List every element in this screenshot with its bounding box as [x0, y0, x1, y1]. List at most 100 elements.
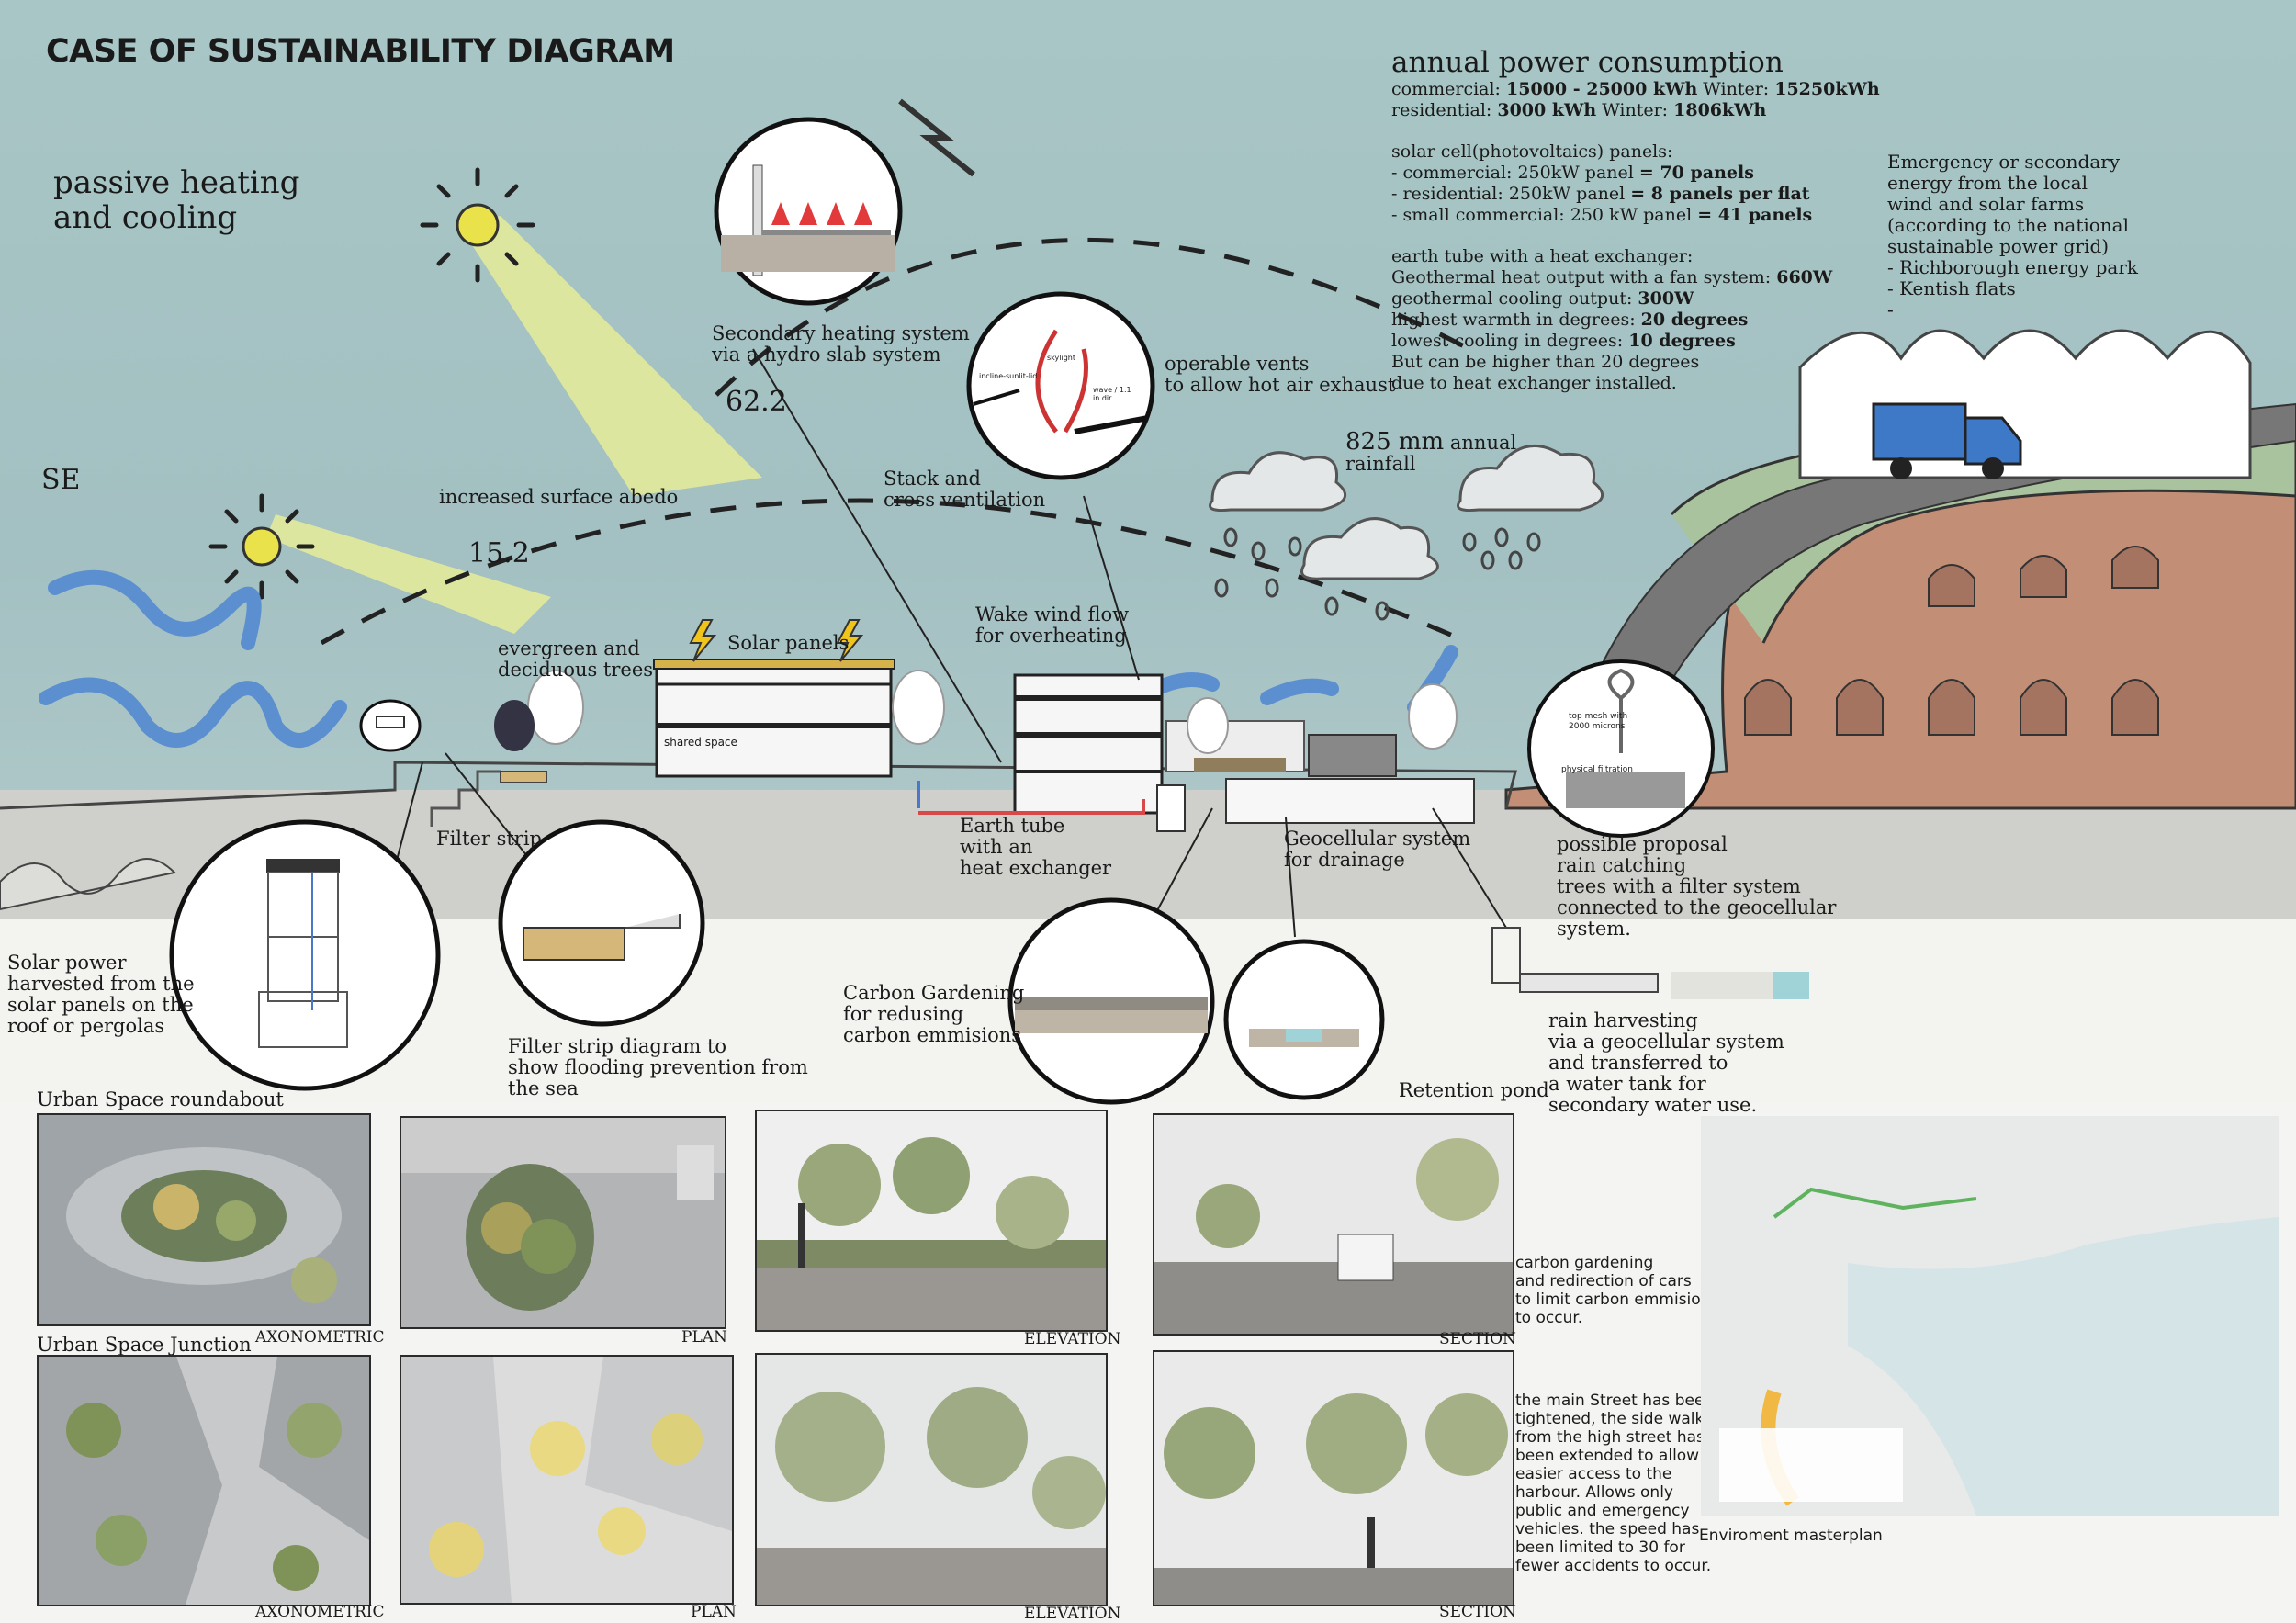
- shoreline: [0, 858, 177, 911]
- roundabout-section-panel: [1153, 1113, 1514, 1336]
- rain-harvest-section: [1491, 927, 1809, 999]
- junction-elevation-panel: [755, 1353, 1108, 1606]
- rainfall-text: annual rainfall: [1345, 432, 1517, 475]
- filter-strip-label: Filter strip: [436, 828, 542, 850]
- roundabout-axonometric-caption: AXONOMETRIC: [255, 1328, 385, 1347]
- power-line: - residential: 250kW panel = 8 panels pe…: [1391, 184, 1906, 205]
- rain-clouds: [1209, 444, 1604, 580]
- high-sun-icon: [420, 167, 535, 283]
- power-line-segment: Geothermal heat output with a fan system…: [1391, 267, 1777, 287]
- low-sun-beam: [266, 514, 551, 634]
- masterplan-caption: Enviroment masterplan: [1699, 1527, 1883, 1545]
- power-line-segment: 15000 - 25000 kWh: [1506, 79, 1698, 99]
- earth-tube-stats: earth tube with a heat exchanger:Geother…: [1391, 246, 1906, 394]
- power-line: commercial: 15000 - 25000 kWh Winter: 15…: [1391, 79, 1906, 100]
- stack-ventilation-label: Stack and cross ventilation: [884, 468, 1046, 511]
- solar-power-label: Solar power harvested from the solar pan…: [7, 952, 195, 1037]
- lightning-bolt-icons: [689, 619, 864, 662]
- power-line-segment: Winter:: [1697, 79, 1775, 99]
- power-line-segment: - commercial: 250kW panel: [1391, 163, 1639, 183]
- junction-elevation-caption: ELEVATION: [1024, 1605, 1121, 1623]
- shared-space-label: shared space: [664, 736, 737, 749]
- junction-title: Urban Space Junction: [37, 1334, 252, 1356]
- power-line: Geothermal heat output with a fan system…: [1391, 267, 1906, 288]
- steps: [430, 770, 501, 827]
- earth-tube-label: Earth tube with an heat exchanger: [960, 815, 1112, 879]
- filter-tree-detail-circle: [1527, 659, 1715, 838]
- power-line-segment: highest warmth in degrees:: [1391, 310, 1641, 330]
- power-line-segment: due to heat exchanger installed.: [1391, 373, 1677, 393]
- filter-strip-small-circle: [359, 699, 422, 752]
- planter-strip: [500, 771, 547, 783]
- power-line-segment: earth tube with a heat exchanger:: [1391, 246, 1694, 266]
- power-line-segment: Winter:: [1596, 100, 1674, 120]
- roundabout-axonometric-panel: [37, 1113, 371, 1326]
- power-line-segment: - small commercial: 250 kW panel: [1391, 205, 1698, 225]
- junction-section-panel: [1153, 1350, 1514, 1606]
- evergreen-tree: [494, 700, 535, 751]
- roundabout-elevation-panel: [755, 1110, 1108, 1332]
- power-line-segment: commercial:: [1391, 79, 1507, 99]
- power-line: due to heat exchanger installed.: [1391, 373, 1906, 394]
- ground-line: [0, 761, 1517, 810]
- wave-label: wave / 1.1 in dir: [1093, 386, 1131, 402]
- power-line-segment: solar cell(photovoltaics) panels:: [1391, 141, 1673, 162]
- junction-plan-caption: PLAN: [691, 1603, 737, 1621]
- power-line-segment: - residential: 250kW panel: [1391, 184, 1631, 204]
- earth-tube-warm: [918, 799, 1145, 815]
- vents-detail-circle: [966, 291, 1155, 480]
- low-sun-icon: [208, 493, 315, 600]
- geocellular-box: [1225, 778, 1475, 824]
- solar-panel-stats: solar cell(photovoltaics) panels:- comme…: [1391, 141, 1906, 226]
- white-trees: [527, 670, 1458, 754]
- power-line-segment: 660W: [1776, 267, 1833, 287]
- power-line-segment: 1806kWh: [1673, 100, 1767, 120]
- heat-exchanger: [1156, 784, 1186, 832]
- hydro-slab-detail-circle: [714, 117, 903, 306]
- carbon-garden-strip: [1194, 758, 1286, 772]
- top-mesh-label: top mesh with 2000 microns: [1569, 712, 1628, 731]
- albedo-label: increased surface abedo: [439, 486, 679, 508]
- power-line: lowest cooling in degrees: 10 degrees: [1391, 331, 1906, 352]
- power-line: earth tube with a heat exchanger:: [1391, 246, 1906, 267]
- roundabout-plan-panel: [400, 1116, 726, 1329]
- commercial-building: [653, 659, 895, 778]
- geocellular-label: Geocellular system for drainage: [1284, 828, 1471, 871]
- power-line: residential: 3000 kWh Winter: 1806kWh: [1391, 100, 1906, 121]
- low-sun-angle-label: 15.2: [468, 537, 530, 569]
- physical-filtration-label: physical filtration: [1561, 765, 1633, 774]
- retention-pond-label: Retention pond: [1399, 1079, 1549, 1101]
- junction-plan-panel: [400, 1355, 734, 1605]
- power-line: solar cell(photovoltaics) panels:: [1391, 141, 1906, 163]
- power-line-segment: = 70 panels: [1638, 163, 1754, 183]
- retention-pond-detail-circle: [1223, 939, 1385, 1100]
- power-consumption-block: annual power consumption commercial: 150…: [1391, 46, 1906, 394]
- roundabout-plan-caption: PLAN: [681, 1328, 727, 1347]
- rainfall-value: 825 mm: [1345, 428, 1445, 456]
- emergency-energy-label: Emergency or secondary energy from the l…: [1887, 151, 2138, 321]
- roundabout-title: Urban Space roundabout: [37, 1088, 284, 1110]
- page-title: CASE OF SUSTAINABILITY DIAGRAM: [46, 33, 675, 70]
- power-line: highest warmth in degrees: 20 degrees: [1391, 310, 1906, 331]
- power-line-segment: = 8 panels per flat: [1630, 184, 1810, 204]
- power-line-segment: 3000 kWh: [1497, 100, 1597, 120]
- filter-strip-detail-circle: [498, 819, 705, 1027]
- power-line-segment: 15250kWh: [1774, 79, 1880, 99]
- incline-lid-label: incline-sunlit-lid: [979, 372, 1038, 380]
- lightning-icon: [898, 98, 975, 177]
- high-sun-beam: [459, 216, 762, 496]
- power-line: - small commercial: 250 kW panel = 41 pa…: [1391, 205, 1906, 226]
- junction-axonometric-caption: AXONOMETRIC: [255, 1603, 385, 1621]
- main-street-note: the main Street has been tightened, the …: [1515, 1392, 1715, 1575]
- power-line-segment: geothermal cooling output:: [1391, 288, 1638, 309]
- power-line-segment: 20 degrees: [1640, 310, 1749, 330]
- trees-label: evergreen and deciduous trees: [498, 637, 654, 681]
- power-line: But can be higher than 20 degrees: [1391, 352, 1906, 373]
- environment-masterplan-map: [1701, 1116, 2279, 1516]
- junction-section-caption: SECTION: [1439, 1603, 1516, 1621]
- power-line: geothermal cooling output: 300W: [1391, 288, 1906, 310]
- sustainability-section-drawing: [0, 98, 2296, 1105]
- filter-diagram-label: Filter strip diagram to show flooding pr…: [508, 1035, 808, 1099]
- rain-harvesting-label: rain harvesting via a geocellular system…: [1548, 1009, 1784, 1116]
- proposal-label: possible proposal rain catching trees wi…: [1557, 833, 1837, 940]
